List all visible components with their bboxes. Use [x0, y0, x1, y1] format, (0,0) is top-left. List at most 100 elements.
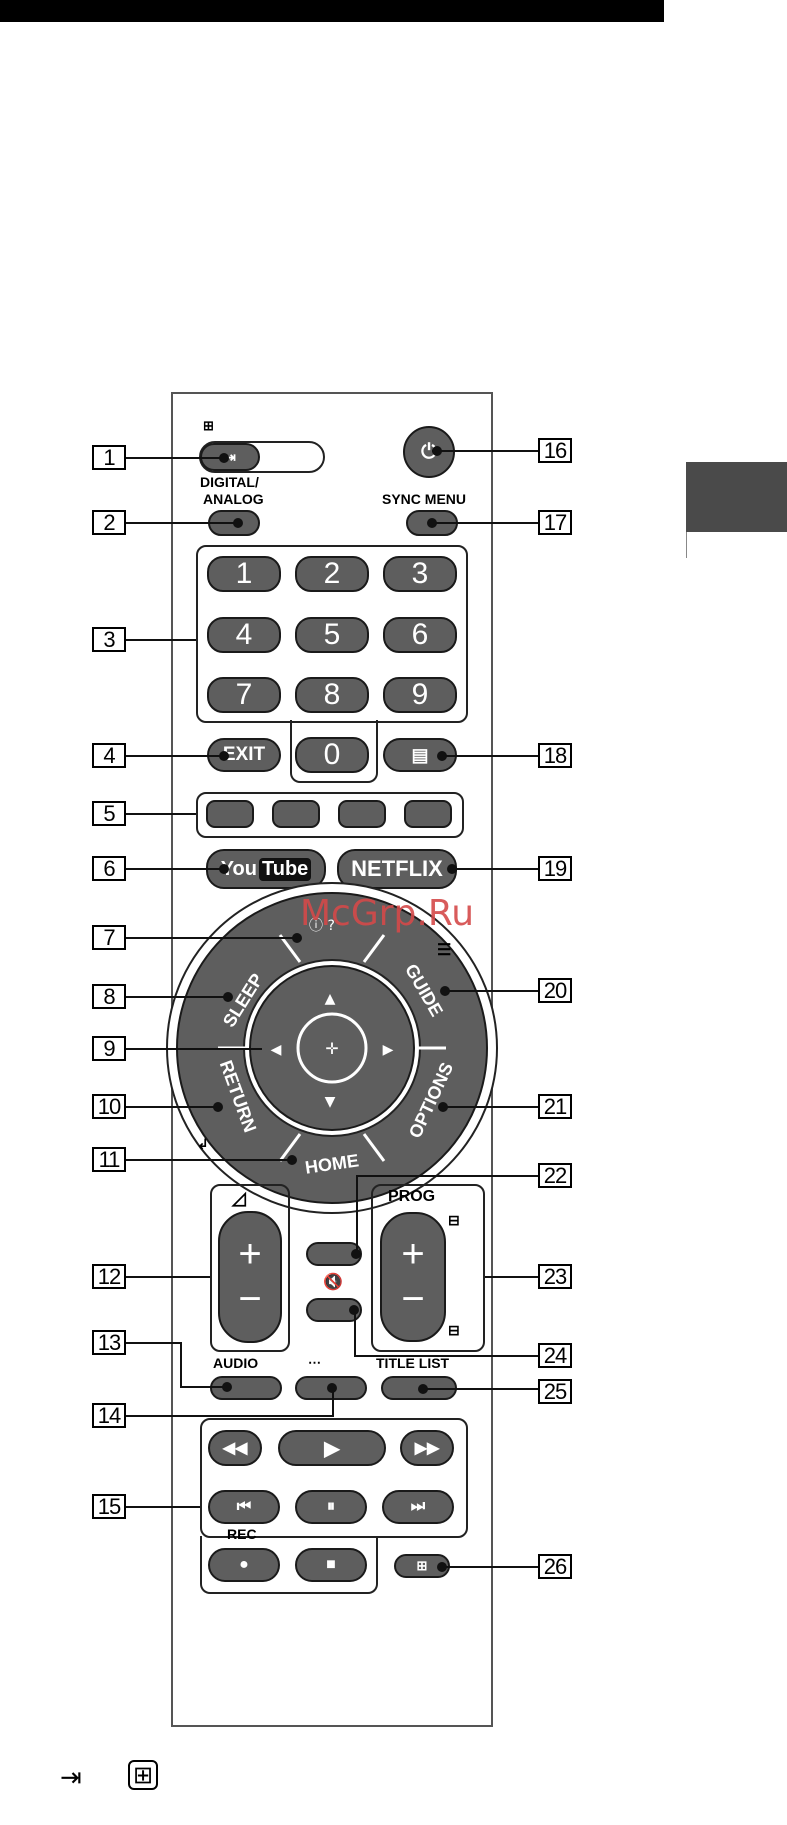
stop-button[interactable]: ■	[295, 1548, 367, 1582]
audio-label: AUDIO	[213, 1355, 258, 1371]
rec-label: REC	[227, 1526, 257, 1542]
leader-16-dot	[432, 446, 442, 456]
play-button[interactable]: ▶	[278, 1430, 386, 1466]
leader-13b	[180, 1342, 182, 1388]
leader-22b	[356, 1175, 358, 1255]
leader-2	[126, 522, 238, 524]
leader-15	[126, 1506, 200, 1508]
leader-19	[450, 868, 538, 870]
prog-up-icon: +	[401, 1232, 424, 1277]
callout-2: 2	[92, 510, 126, 535]
leader-2-dot	[233, 518, 243, 528]
leader-7-dot	[292, 933, 302, 943]
callout-11: 11	[92, 1147, 126, 1172]
callout-25: 25	[538, 1379, 572, 1404]
rec-icon: ●	[239, 1556, 249, 1574]
leader-11	[126, 1159, 292, 1161]
leader-25-dot	[418, 1384, 428, 1394]
leader-24a	[356, 1355, 538, 1357]
prev-icon: ⏮	[237, 1498, 251, 1516]
callout-22: 22	[538, 1163, 572, 1188]
leader-23	[485, 1276, 538, 1278]
volume-down-icon: −	[238, 1277, 261, 1322]
dpad-enter-icon: ✛	[325, 1039, 338, 1058]
callout-10: 10	[92, 1094, 126, 1119]
leader-20	[444, 990, 538, 992]
callout-15: 15	[92, 1494, 126, 1519]
leader-20-dot	[440, 986, 450, 996]
leader-3	[126, 639, 196, 641]
leader-26-dot	[437, 1562, 447, 1572]
leader-11-dot	[287, 1155, 297, 1165]
callout-16: 16	[538, 438, 572, 463]
rewind-icon: ◀◀	[223, 1438, 248, 1458]
leader-10-dot	[213, 1102, 223, 1112]
leader-8-dot	[223, 992, 233, 1002]
callout-9: 9	[92, 1036, 126, 1061]
prev-button[interactable]: ⏮	[208, 1490, 280, 1524]
callout-12: 12	[92, 1264, 126, 1289]
callout-20: 20	[538, 978, 572, 1003]
leader-8	[126, 996, 228, 998]
play-icon: ▶	[324, 1436, 339, 1461]
rec-button[interactable]: ●	[208, 1548, 280, 1582]
leader-13a	[126, 1342, 182, 1344]
prog-label: PROG	[388, 1188, 435, 1206]
leader-24-dot	[349, 1305, 359, 1315]
pause-icon: ⏸	[327, 1498, 335, 1516]
leader-16	[432, 450, 538, 452]
leader-5	[126, 813, 196, 815]
fast-forward-button[interactable]: ▶▶	[400, 1430, 454, 1466]
watermark: McGrp.Ru	[300, 893, 474, 934]
callout-8: 8	[92, 984, 126, 1009]
next-icon: ⏭	[411, 1498, 425, 1516]
leader-9	[126, 1048, 262, 1050]
leader-14b	[332, 1390, 334, 1417]
callout-23: 23	[538, 1264, 572, 1289]
callout-21: 21	[538, 1094, 572, 1119]
leader-4-dot	[219, 751, 229, 761]
stop-icon: ■	[326, 1556, 336, 1574]
leader-1-dot	[219, 453, 229, 463]
pause-button[interactable]: ⏸	[295, 1490, 367, 1524]
volume-up-icon: +	[238, 1232, 261, 1277]
leader-14-dot	[327, 1383, 337, 1393]
leader-18-dot	[437, 751, 447, 761]
callout-5: 5	[92, 801, 126, 826]
leader-13c	[180, 1386, 226, 1388]
rewind-button[interactable]: ◀◀	[208, 1430, 262, 1466]
callout-1: 1	[92, 445, 126, 470]
audio-button[interactable]	[210, 1376, 282, 1400]
leader-21	[442, 1106, 538, 1108]
callout-18: 18	[538, 743, 572, 768]
leader-18	[440, 755, 538, 757]
callout-4: 4	[92, 743, 126, 768]
leader-19-dot	[447, 864, 457, 874]
mute-icon: 🔇	[323, 1272, 343, 1292]
dpad-left-icon: ◀	[271, 1042, 282, 1058]
volume-rocker[interactable]: +−	[218, 1211, 282, 1343]
page-up-icon: ⊟	[448, 1212, 460, 1229]
title-list-label: TITLE LIST	[376, 1355, 449, 1371]
callout-6: 6	[92, 856, 126, 881]
text-icon-bottom: ⊞	[128, 1760, 158, 1790]
input-icon-bottom: ⇥	[60, 1762, 82, 1793]
callout-26: 26	[538, 1554, 572, 1579]
subtitle-icon: ⋯	[308, 1355, 321, 1371]
prog-down-icon: −	[401, 1277, 424, 1322]
wide-icon: ⊞	[417, 1558, 428, 1574]
leader-7	[126, 937, 298, 939]
callout-14: 14	[92, 1403, 126, 1428]
leader-10	[126, 1106, 218, 1108]
prog-rocker[interactable]: +−	[380, 1212, 446, 1342]
leader-1	[126, 457, 224, 459]
leader-13-dot	[222, 1382, 232, 1392]
leader-22a	[358, 1175, 538, 1177]
callout-24: 24	[538, 1343, 572, 1368]
next-button[interactable]: ⏭	[382, 1490, 454, 1524]
volume-icon: ◿	[232, 1188, 246, 1209]
leader-21-dot	[438, 1102, 448, 1112]
back-icon: ↲	[197, 1136, 209, 1153]
leader-6	[126, 868, 224, 870]
callout-13: 13	[92, 1330, 126, 1355]
